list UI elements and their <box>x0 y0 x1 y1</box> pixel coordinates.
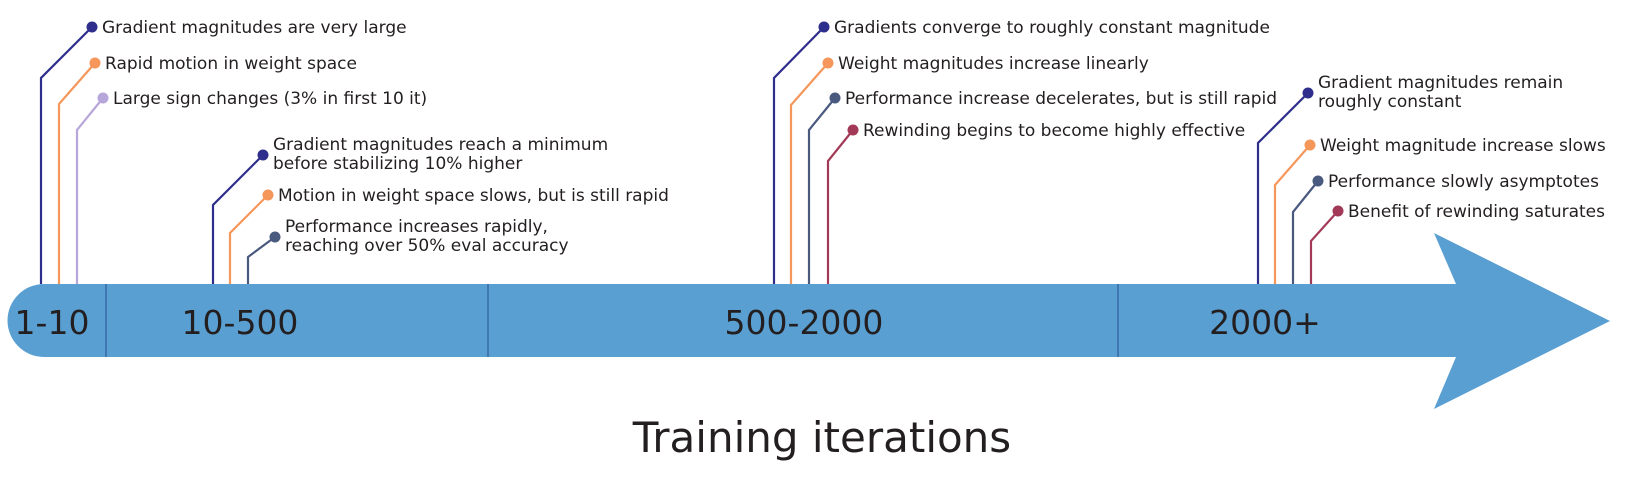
leader-dot <box>262 189 274 201</box>
leader-dot <box>1332 205 1344 217</box>
leader-line <box>228 194 269 284</box>
annotation-line: Benefit of rewinding saturates <box>1348 202 1605 222</box>
annotation-line: Motion in weight space slows, but is sti… <box>278 186 669 206</box>
leader-line <box>39 26 93 284</box>
annotation-line: Large sign changes (3% in first 10 it) <box>113 89 427 109</box>
segment-label-1-10: 1-10 <box>15 303 90 342</box>
annotation-line: Gradient magnitudes reach a minimum <box>273 135 608 155</box>
annotation-text: Gradients converge to roughly constant m… <box>834 18 1270 38</box>
annotation-text: Weight magnitude increase slows <box>1320 136 1606 156</box>
leader-dot <box>257 149 269 161</box>
annotation-line: Weight magnitudes increase linearly <box>838 54 1149 74</box>
annotation-text: Performance slowly asymptotes <box>1328 172 1599 192</box>
annotation-line: before stabilizing 10% higher <box>273 154 522 174</box>
leader-line <box>1256 92 1309 284</box>
leader-line <box>1309 210 1339 284</box>
timeline-arrow <box>7 233 1610 409</box>
annotation-text: Benefit of rewinding saturates <box>1348 202 1605 222</box>
leader-dot <box>269 231 281 243</box>
leader-line <box>1273 144 1311 284</box>
connectors-layer <box>39 21 1344 284</box>
annotation-line: Weight magnitude increase slows <box>1320 136 1606 156</box>
annotation-line: Gradients converge to roughly constant m… <box>834 18 1270 38</box>
annotation-line: Gradient magnitudes remain <box>1318 73 1563 93</box>
annotation-line: Gradient magnitudes are very large <box>102 18 407 38</box>
annotation-text: Performance increases rapidly,reaching o… <box>285 217 569 256</box>
annotation-line: Performance slowly asymptotes <box>1328 172 1599 192</box>
leader-line <box>772 26 825 284</box>
leader-dot <box>97 92 109 104</box>
segment-label-2000-plus: 2000+ <box>1209 303 1321 342</box>
leader-line <box>246 236 276 284</box>
leader-dot <box>1304 139 1316 151</box>
annotation-text: Performance increase decelerates, but is… <box>845 89 1277 109</box>
leader-line <box>75 97 104 284</box>
leader-line <box>211 154 264 284</box>
leader-line <box>826 129 854 284</box>
annotation-line: Performance increase decelerates, but is… <box>845 89 1277 109</box>
annotation-text: Rapid motion in weight space <box>105 54 357 74</box>
leader-line <box>57 62 96 284</box>
leader-dot <box>847 124 859 136</box>
leader-dot <box>89 57 101 69</box>
segment-label-10-500: 10-500 <box>182 303 299 342</box>
leader-line <box>789 62 829 284</box>
annotation-line: Performance increases rapidly, <box>285 217 548 237</box>
leader-dot <box>86 21 98 33</box>
axis-title: Training iterations <box>632 413 1011 462</box>
annotation-line: Rewinding begins to become highly effect… <box>863 121 1245 141</box>
annotation-line: reaching over 50% eval accuracy <box>285 236 569 256</box>
annotation-line: roughly constant <box>1318 92 1462 112</box>
leader-dot <box>829 92 841 104</box>
leader-line <box>807 97 836 284</box>
annotation-text: Large sign changes (3% in first 10 it) <box>113 89 427 109</box>
leader-dot <box>818 21 830 33</box>
leader-dot <box>1302 87 1314 99</box>
annotations-layer: Gradient magnitudes are very largeRapid … <box>102 18 1606 256</box>
annotation-text: Weight magnitudes increase linearly <box>838 54 1149 74</box>
annotation-text: Motion in weight space slows, but is sti… <box>278 186 669 206</box>
leader-line <box>1291 180 1319 284</box>
leader-dot <box>1312 175 1324 187</box>
annotation-text: Rewinding begins to become highly effect… <box>863 121 1245 141</box>
leader-dot <box>822 57 834 69</box>
segment-label-500-2000: 500-2000 <box>725 303 884 342</box>
annotation-line: Rapid motion in weight space <box>105 54 357 74</box>
annotation-text: Gradient magnitudes are very large <box>102 18 407 38</box>
